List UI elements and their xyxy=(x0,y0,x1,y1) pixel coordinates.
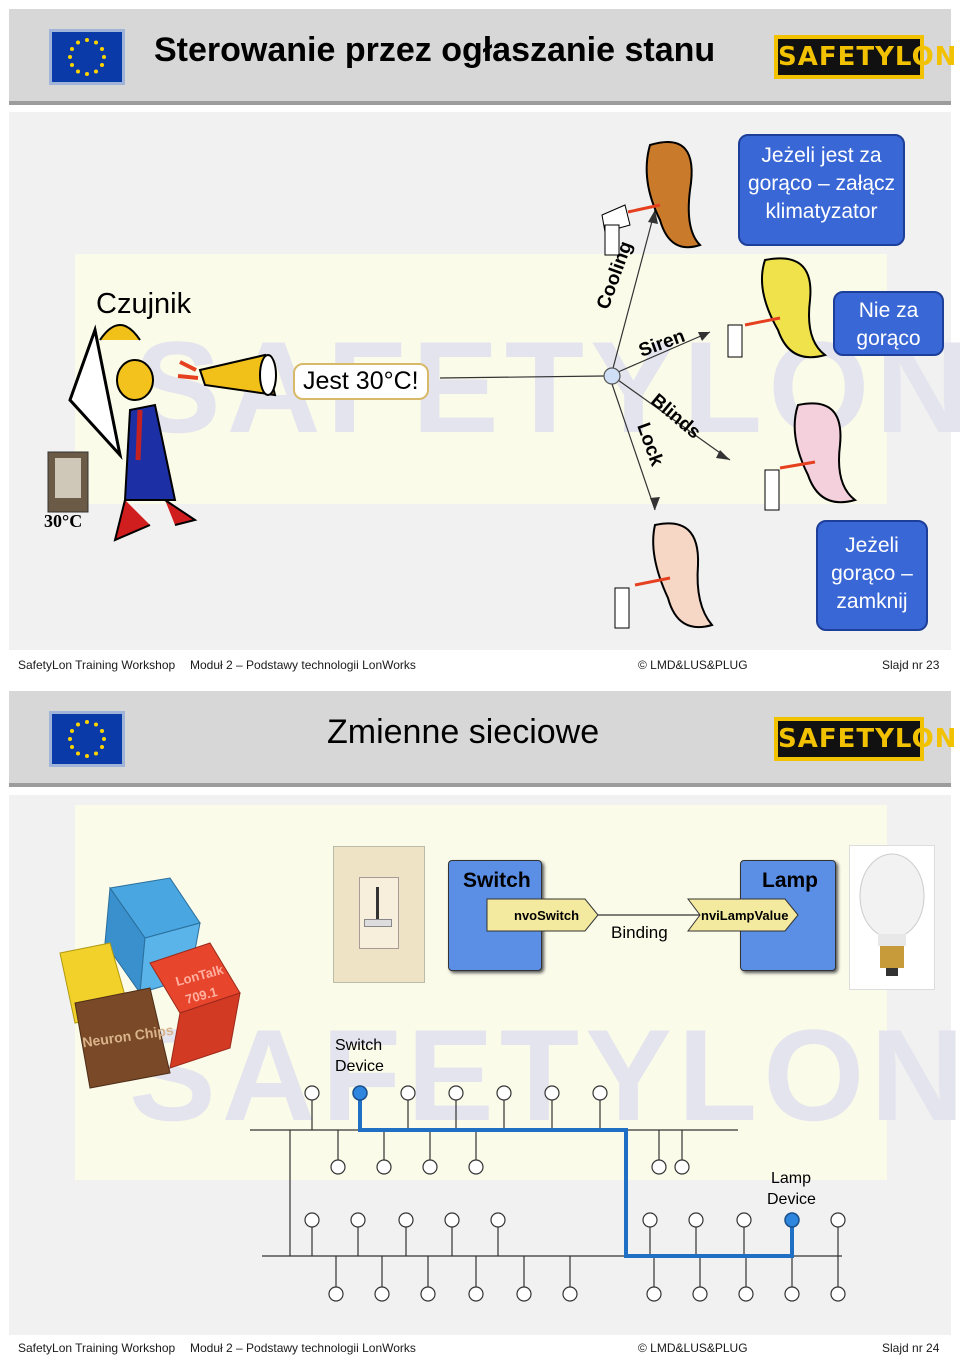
nvo-switch-arrow xyxy=(486,898,599,932)
slide-header: Sterowanie przez ogłaszanie stanu SAFETY… xyxy=(9,9,956,105)
footer-workshop: SafetyLon Training Workshop xyxy=(18,1341,176,1355)
eu-flag-icon xyxy=(49,29,125,85)
footer-module: Moduł 2 – Podstawy technologii LonWorks xyxy=(190,658,416,672)
light-bulb-image xyxy=(849,845,935,990)
watermark: SAFETYLON xyxy=(129,1002,960,1148)
listener-siren xyxy=(727,257,828,359)
nvo-switch-label: nvoSwitch xyxy=(514,908,580,923)
footer-workshop: SafetyLon Training Workshop xyxy=(18,658,176,672)
network-diagram xyxy=(250,1085,846,1302)
bubble-lock: Jeżeli gorąco – zamknij xyxy=(816,520,928,631)
lamp-object-label: Lamp xyxy=(762,869,819,892)
slide-title: Sterowanie przez ogłaszanie stanu xyxy=(154,31,716,69)
eu-flag-icon xyxy=(49,711,125,767)
switch-device-label-2: Device xyxy=(335,1058,384,1075)
listener-cooling xyxy=(601,141,702,256)
slide-23: Sterowanie przez ogłaszanie stanu SAFETY… xyxy=(0,0,960,683)
listener-lock xyxy=(614,522,714,629)
bubble-siren: Nie za gorąco xyxy=(833,291,944,356)
listener-blinds xyxy=(764,402,858,511)
footer-slide-number: Slajd nr 23 xyxy=(882,658,940,672)
announcement-box: Jest 30°C! xyxy=(293,363,429,400)
temperature-label: 30°C xyxy=(44,511,83,531)
thermostat-icon xyxy=(47,451,89,513)
lamp-device-node xyxy=(784,1212,800,1228)
highlighted-route xyxy=(358,1093,794,1258)
neuron-chips-image xyxy=(59,877,241,1089)
bubble-cooling: Jeżeli jest za gorąco – załącz klimatyza… xyxy=(738,134,905,246)
footer-module: Moduł 2 – Podstawy technologii LonWorks xyxy=(190,1341,416,1355)
lamp-device-label-1: Lamp xyxy=(771,1170,812,1187)
slide-24: Zmienne sieciowe SAFETYLON SAFETYLON Neu… xyxy=(0,683,960,1367)
nvi-lamp-label: nviLampValue xyxy=(701,908,789,923)
hub-node xyxy=(603,367,621,385)
footer-copyright: © LMD&LUS&PLUG xyxy=(638,1341,748,1355)
slide-header: Zmienne sieciowe SAFETYLON xyxy=(9,691,956,787)
sensor-label: Czujnik xyxy=(96,288,192,320)
switch-device-node xyxy=(352,1085,368,1101)
footer-slide-number: Slajd nr 24 xyxy=(882,1341,940,1355)
binding-graphics xyxy=(486,898,799,932)
binding-label: Binding xyxy=(611,923,668,942)
slide-title: Zmienne sieciowe xyxy=(327,713,600,751)
wall-switch-image xyxy=(333,846,425,983)
announcer-figure xyxy=(68,324,277,542)
diagram-graphics xyxy=(47,141,858,629)
switch-device-label-1: Switch xyxy=(335,1037,383,1054)
lamp-device-label-2: Device xyxy=(767,1191,816,1208)
footer-copyright: © LMD&LUS&PLUG xyxy=(638,658,748,672)
switch-object-label: Switch xyxy=(463,869,531,892)
